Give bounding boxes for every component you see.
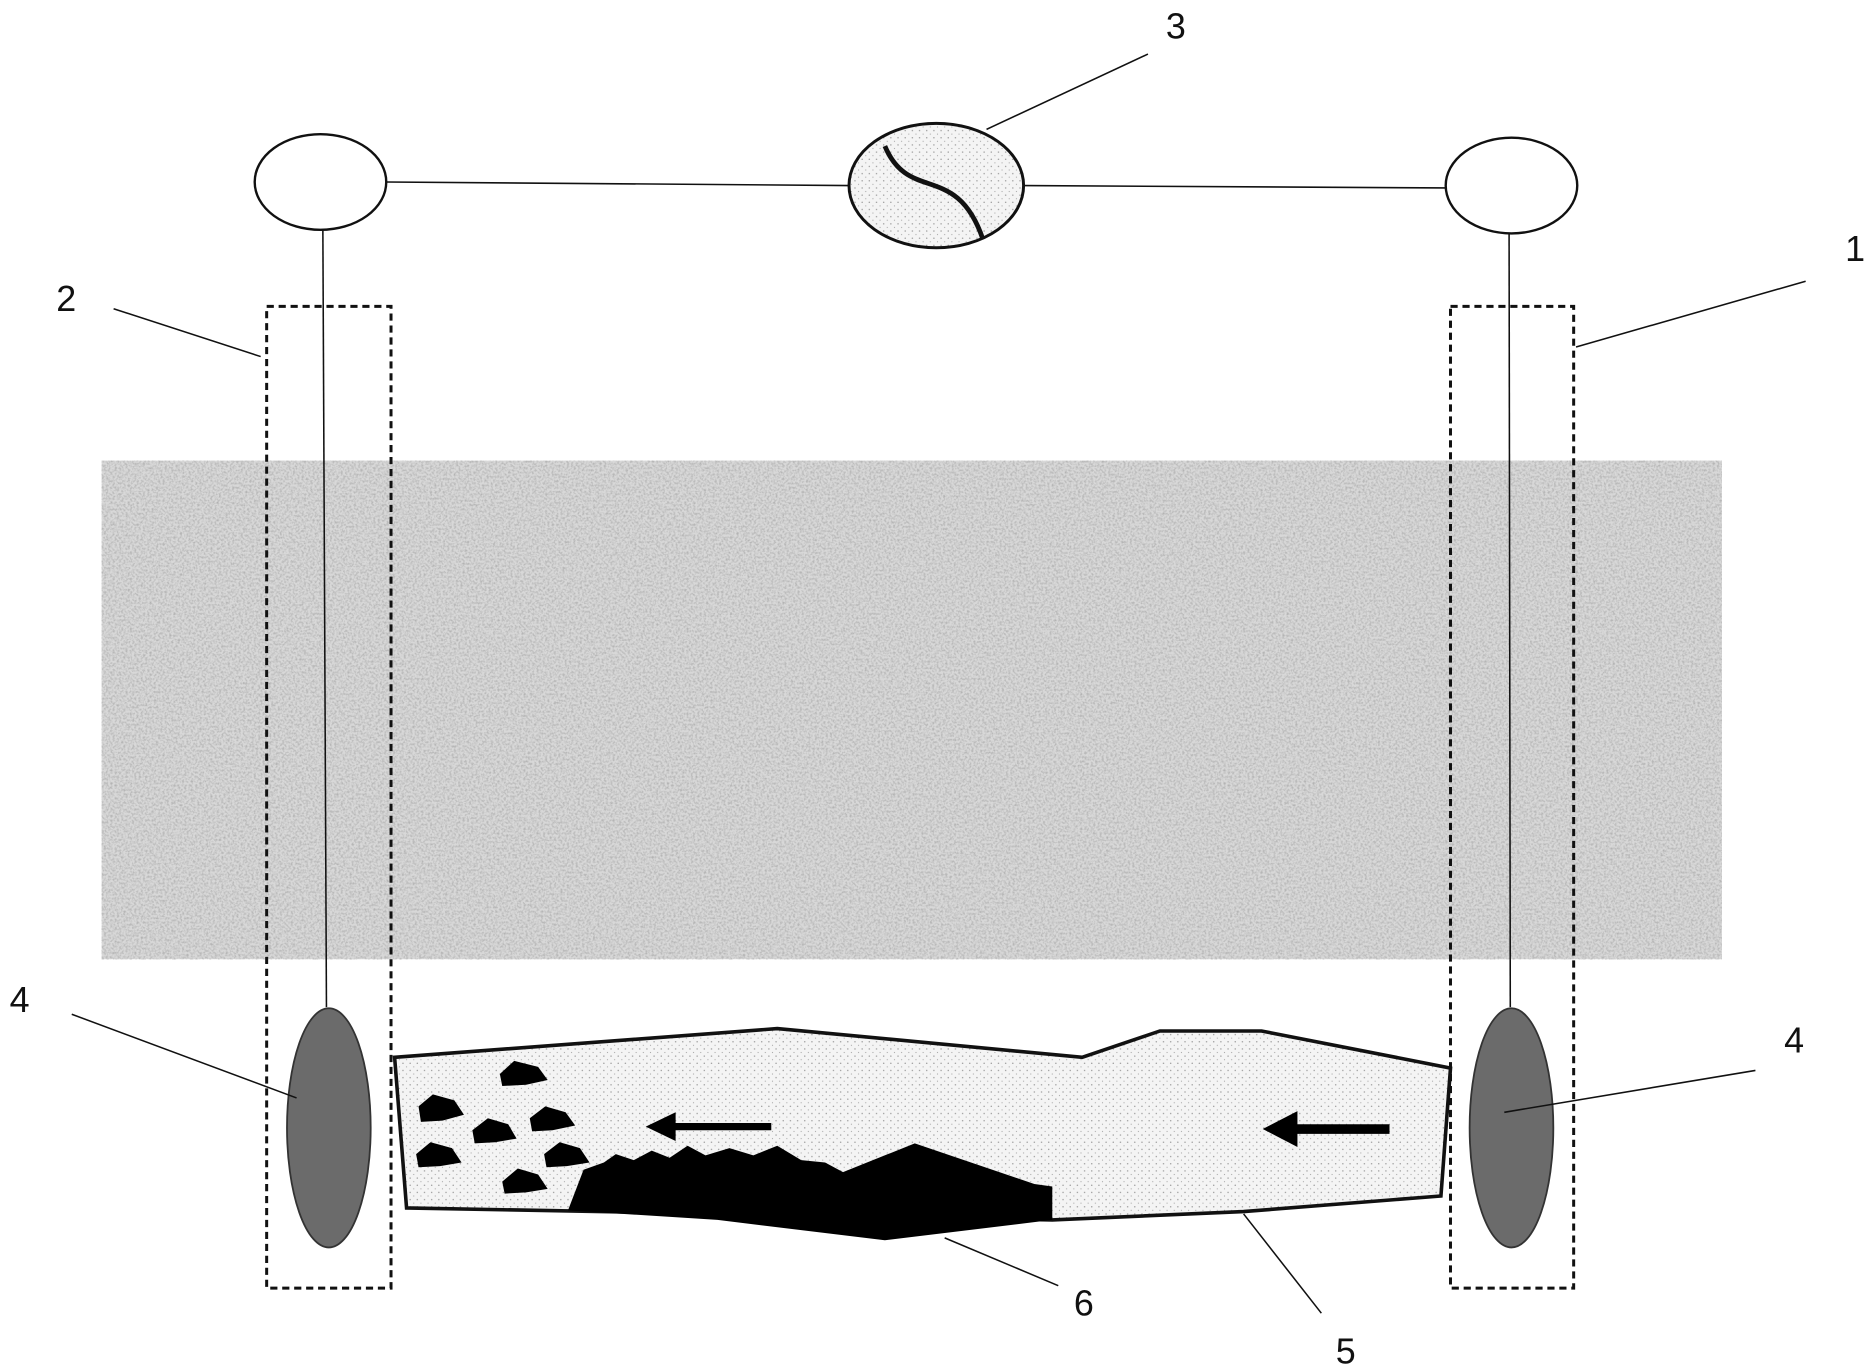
label-electrode-right: 4: [1784, 1021, 1804, 1061]
flow-arrow-icon: [1262, 1111, 1390, 1147]
label-channel: 5: [1336, 1331, 1356, 1371]
deposit: [568, 1143, 1053, 1241]
signal-source: [847, 121, 1026, 250]
electrode-left: [286, 1007, 372, 1249]
right-node: [1444, 136, 1579, 235]
flow-arrow-icon: [645, 1112, 772, 1141]
rock-stratum: [101, 460, 1722, 960]
transmitter-borehole: [265, 304, 393, 1290]
label-electrode-left: 4: [10, 980, 30, 1020]
wires: [322, 181, 1512, 1008]
label-transmitter-borehole: 2: [56, 279, 76, 319]
debris: [416, 1060, 590, 1194]
wave-icon: [882, 145, 986, 241]
leader-lines: [71, 53, 1806, 1314]
label-signal-source: 3: [1166, 6, 1186, 46]
label-deposit: 6: [1074, 1284, 1094, 1324]
electrode-right: [1468, 1007, 1555, 1249]
label-receiver-borehole: 1: [1845, 229, 1865, 269]
receiver-borehole: [1448, 304, 1576, 1290]
left-node: [253, 132, 388, 232]
